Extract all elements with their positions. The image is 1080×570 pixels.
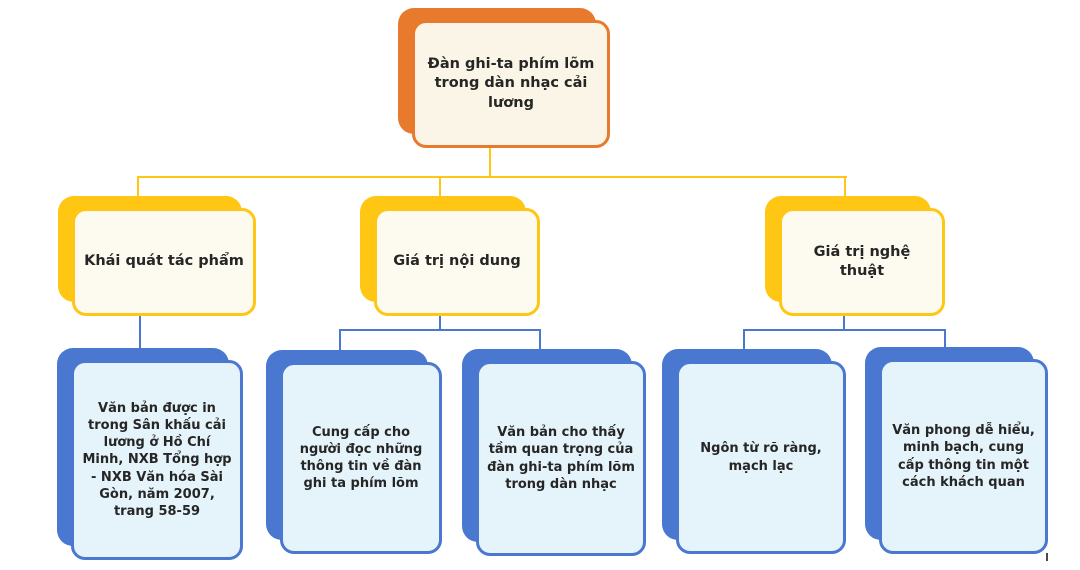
stray-mark xyxy=(1046,553,1048,561)
leaf-node-importance-label: Văn bản cho thấy tầm quan trọng của đàn … xyxy=(487,425,635,492)
connector-leaf4-drop xyxy=(743,329,745,354)
connector-branch2-drop xyxy=(439,176,441,200)
branch-node-overview-label: Khái quát tác phẩm xyxy=(84,253,244,270)
connector-leaf5-drop xyxy=(944,329,946,354)
leaf-node-publication-info-label: Văn bản được in trong Sân khấu cải lương… xyxy=(82,400,232,519)
connector-branch3-drop xyxy=(844,176,846,200)
leaf-node-objective-style-label: Văn phong dễ hiểu, minh bạch, cung cấp t… xyxy=(892,423,1035,490)
connector-branches-rail xyxy=(137,176,847,178)
leaf-node-importance: Văn bản cho thấy tầm quan trọng của đàn … xyxy=(462,349,646,556)
leaf-node-provides-info-card: Cung cấp cho người đọc những thông tin v… xyxy=(280,362,442,554)
connector-branch2-stem xyxy=(439,314,441,331)
connector-branch1-leaf1 xyxy=(139,314,141,352)
leaf-node-provides-info-label: Cung cấp cho người đọc những thông tin v… xyxy=(299,424,423,492)
root-node-label: Đàn ghi-ta phím lõm trong dàn nhạc cải l… xyxy=(427,56,595,111)
connector-branch3-stem xyxy=(843,314,845,331)
leaf-node-clear-language: Ngôn từ rõ ràng, mạch lạc xyxy=(662,349,846,554)
connector-branch3-rail xyxy=(743,329,946,331)
branch-node-artistic-value-card: Giá trị nghệ thuật xyxy=(779,208,945,316)
leaf-node-publication-info-card: Văn bản được in trong Sân khấu cải lương… xyxy=(71,360,243,560)
leaf-node-provides-info: Cung cấp cho người đọc những thông tin v… xyxy=(266,350,442,554)
leaf-node-publication-info: Văn bản được in trong Sân khấu cải lương… xyxy=(57,348,243,560)
leaf-node-objective-style: Văn phong dễ hiểu, minh bạch, cung cấp t… xyxy=(865,347,1048,554)
connector-leaf3-drop xyxy=(539,329,541,354)
branch-node-artistic-value-label: Giá trị nghệ thuật xyxy=(813,243,911,279)
leaf-node-clear-language-card: Ngôn từ rõ ràng, mạch lạc xyxy=(676,361,846,554)
branch-node-artistic-value: Giá trị nghệ thuật xyxy=(765,196,945,316)
root-node-card: Đàn ghi-ta phím lõm trong dàn nhạc cải l… xyxy=(412,20,610,148)
leaf-node-importance-card: Văn bản cho thấy tầm quan trọng của đàn … xyxy=(476,361,646,556)
root-node: Đàn ghi-ta phím lõm trong dàn nhạc cải l… xyxy=(398,8,610,148)
branch-node-content-value: Giá trị nội dung xyxy=(360,196,540,316)
branch-node-content-value-card: Giá trị nội dung xyxy=(374,208,540,316)
leaf-node-clear-language-label: Ngôn từ rõ ràng, mạch lạc xyxy=(700,441,822,474)
connector-leaf2-drop xyxy=(339,329,341,354)
connector-root-stem xyxy=(489,147,491,178)
branch-node-content-value-label: Giá trị nội dung xyxy=(393,253,521,270)
connector-branch1-drop xyxy=(137,176,139,200)
connector-branch2-rail xyxy=(339,329,541,331)
branch-node-overview-card: Khái quát tác phẩm xyxy=(72,208,256,316)
branch-node-overview: Khái quát tác phẩm xyxy=(58,196,256,316)
leaf-node-objective-style-card: Văn phong dễ hiểu, minh bạch, cung cấp t… xyxy=(879,359,1048,554)
